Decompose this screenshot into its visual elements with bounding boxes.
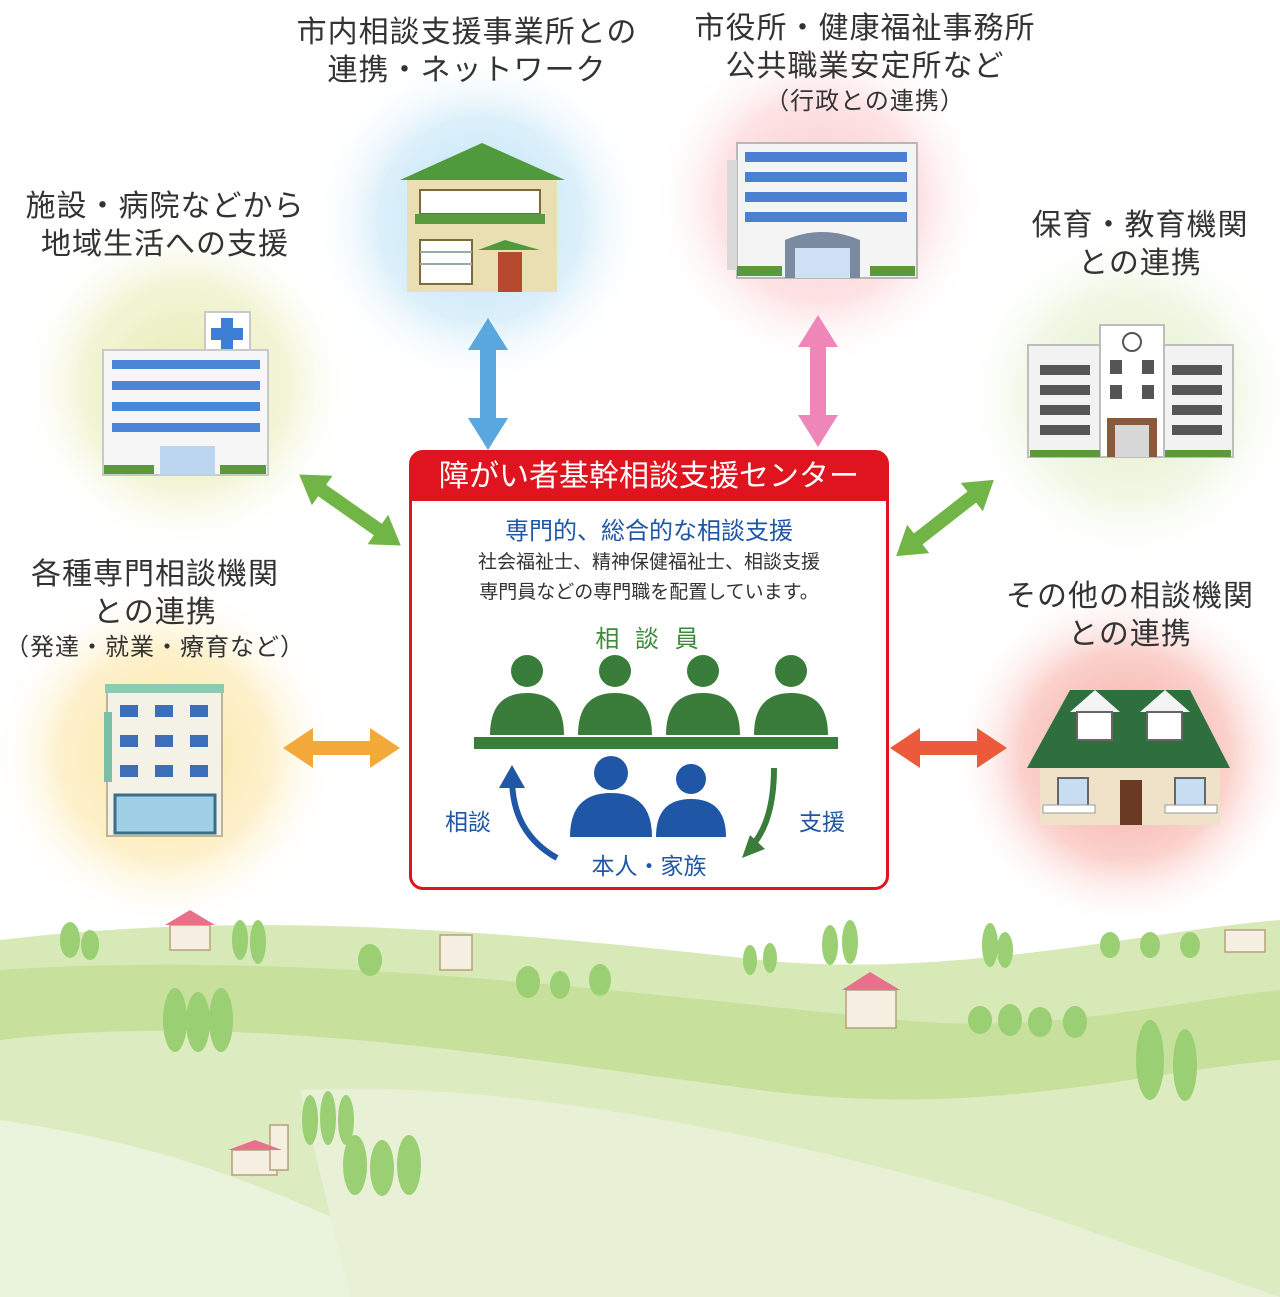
label-line: との連携 [1068, 617, 1192, 652]
label-line: との連携 [93, 595, 217, 630]
curved-arrow-icon [742, 767, 777, 858]
node-label-other: その他の相談機関 との連携 [995, 578, 1265, 654]
school-icon [1027, 324, 1234, 458]
hospital-icon [102, 311, 269, 476]
node-label-local-offices: 市内相談支援事業所との 連携・ネットワーク [282, 14, 652, 90]
label-line: その他の相談機関 [1006, 579, 1254, 614]
node-label-education: 保育・教育機関 との連携 [1010, 207, 1270, 283]
curved-arrow-icon [499, 765, 559, 861]
label-line: 市役所・健康福祉事務所 [694, 11, 1036, 46]
label-line: 連携・ネットワーク [327, 53, 607, 88]
label-subline: （発達・就業・療育など） [5, 633, 305, 661]
center-illustration [474, 655, 838, 861]
label-line: 施設・病院などから [25, 189, 305, 224]
double-arrow-icon [283, 728, 400, 768]
double-arrow-icon [890, 728, 1007, 768]
staff-person-icon [490, 655, 564, 735]
label-line: 各種専門相談機関 [31, 557, 279, 592]
client-person-icon [656, 764, 726, 837]
label-line: との連携 [1078, 246, 1202, 281]
node-label-specialist: 各種専門相談機関 との連携 （発達・就業・療育など） [0, 556, 310, 662]
node-label-facilities: 施設・病院などから 地域生活への支援 [10, 188, 320, 264]
staff-person-icon [754, 655, 828, 735]
apartment-icon [104, 684, 224, 837]
double-arrow-icon [798, 315, 838, 447]
consult-label: 相談 [445, 810, 491, 836]
staff-group [474, 655, 838, 749]
green-roof-house-icon [1027, 690, 1230, 825]
office-building-icon [727, 142, 918, 279]
landscape [0, 910, 1280, 1297]
client-group [570, 756, 726, 837]
label-line: 公共職業安定所など [725, 49, 1005, 84]
client-label: 本人・家族 [591, 854, 707, 880]
center-subtitle: 専門的、総合的な相談支援 [505, 517, 793, 545]
description-line: 社会福祉士、精神保健福祉士、相談支援 [477, 551, 820, 573]
client-person-icon [570, 756, 652, 837]
label-line: 市内相談支援事業所との [296, 15, 638, 50]
label-line: 地域生活への支援 [41, 227, 289, 262]
description-line: 専門員などの専門職を配置しています。 [479, 581, 819, 603]
support-label: 支援 [799, 810, 845, 836]
double-arrow-icon [299, 474, 401, 546]
center-title: 障がい者基幹相談支援センター [412, 453, 886, 501]
desk-bar [474, 737, 838, 749]
staff-person-icon [578, 655, 652, 735]
label-subline: （行政との連携） [765, 87, 965, 115]
staff-label: 相 談 員 [595, 625, 703, 653]
double-arrow-icon [468, 318, 508, 450]
staff-person-icon [666, 655, 740, 735]
center-description: 社会福祉士、精神保健福祉士、相談支援 専門員などの専門職を配置しています。 [412, 547, 886, 607]
house-icon [400, 143, 565, 292]
double-arrow-icon [896, 479, 994, 557]
center-box: 障がい者基幹相談支援センター 専門的、総合的な相談支援 社会福祉士、精神保健福祉… [409, 450, 889, 890]
node-label-government: 市役所・健康福祉事務所 公共職業安定所など （行政との連携） [680, 10, 1050, 116]
label-line: 保育・教育機関 [1031, 208, 1249, 243]
